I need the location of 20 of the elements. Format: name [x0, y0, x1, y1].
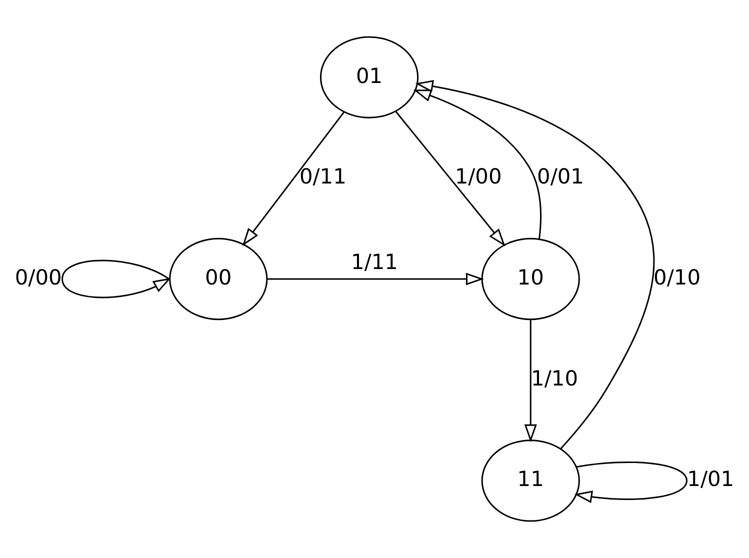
edge-label: 1/01 [687, 467, 734, 492]
edge-label: 1/11 [351, 250, 398, 274]
node-ellipse: 01 [320, 36, 419, 118]
arrow [395, 111, 506, 246]
arrow [413, 90, 542, 240]
edge-label: 0/10 [654, 266, 701, 290]
edge-label: 0/01 [537, 164, 584, 189]
edge-label: 0/00 [14, 266, 62, 290]
node-ellipse: 10 [481, 238, 580, 320]
edge-label: 1/00 [454, 164, 502, 189]
arrow [242, 112, 345, 246]
edge-label: 0/11 [299, 164, 346, 189]
node-ellipse: 00 [169, 238, 268, 320]
node-ellipse: 11 [481, 440, 580, 522]
edge-label: 1/10 [531, 366, 578, 390]
arrow [524, 320, 537, 442]
arrow [415, 80, 655, 450]
arrow [62, 260, 172, 298]
arrow [267, 272, 484, 286]
arrow [574, 461, 688, 504]
